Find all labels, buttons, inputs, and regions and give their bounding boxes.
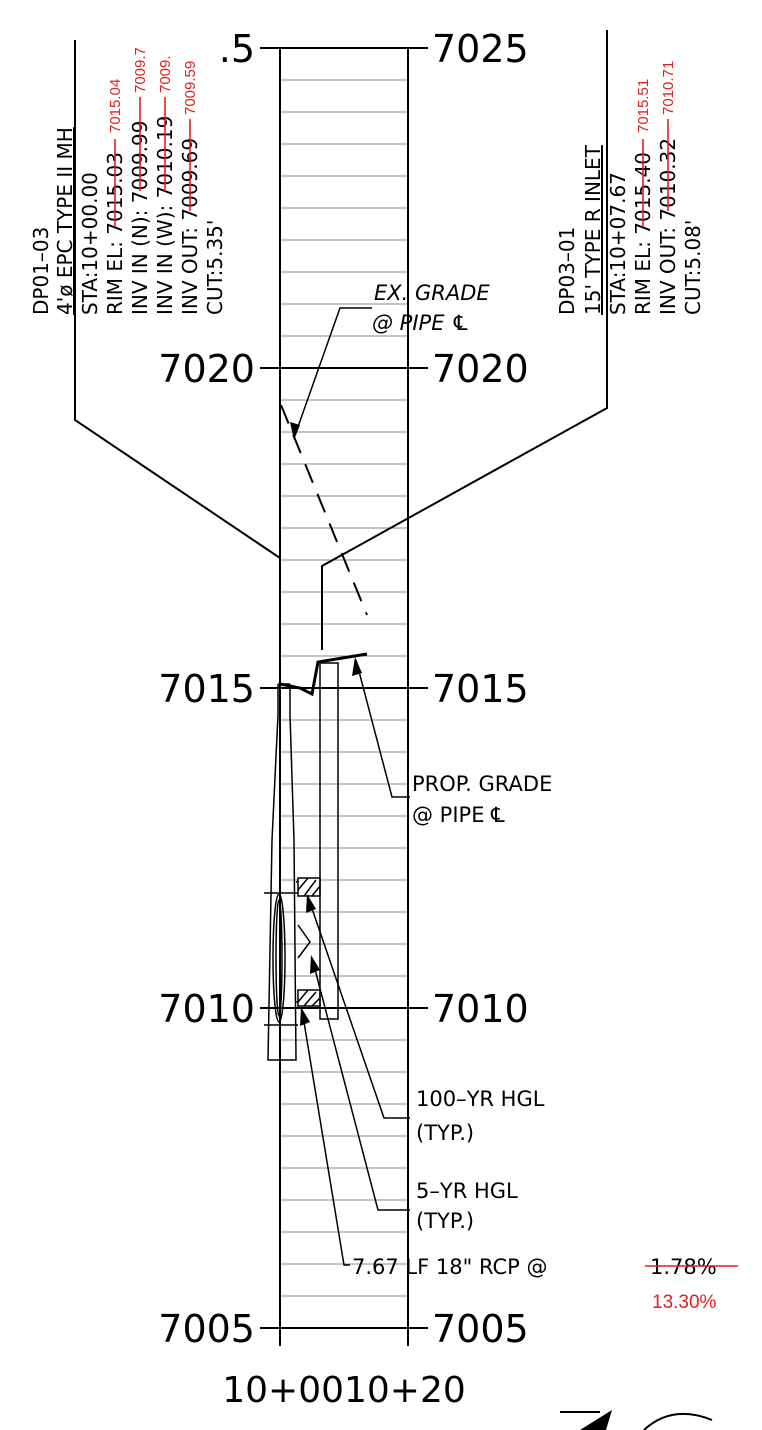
left-inv-w-prefix: INV IN (W): [153, 205, 177, 315]
right-structure-inv-out-block: INV OUT: 7010.32 7010.71 [656, 61, 680, 315]
hgl-5yr-leader [311, 957, 410, 1211]
right-structure-type: 15' TYPE R INLET [581, 144, 605, 315]
manhole-pipe-inner [275, 899, 283, 1017]
left-inv-n-new: 7009.7 [132, 47, 149, 93]
hgl-5yr-label-2: (TYP.) [416, 1209, 474, 1233]
right-structure-title: DP03–01 [555, 227, 579, 315]
left-structure-leader [74, 40, 281, 559]
right-structure-type-block: 15' TYPE R INLET [581, 144, 605, 315]
right-rim-new: 7015.51 [635, 79, 652, 133]
right-rim-prefix: RIM EL: [631, 241, 655, 315]
station-labels: 10+0010+20 [222, 1370, 466, 1411]
hatch-line-4 [297, 989, 309, 1003]
prop-grade-arrowhead [352, 657, 362, 676]
elev-label-right-7015: 7015 [432, 667, 529, 711]
left-rim-prefix: RIM EL: [103, 241, 127, 315]
ex-grade-arrowhead [290, 422, 300, 440]
elev-label-right-7010: 7010 [432, 987, 529, 1031]
left-inv-n-prefix: INV IN (N): [128, 210, 152, 315]
symbol-arrow [580, 1410, 612, 1430]
left-structure-inv-out-block: INV OUT: 7009.69 7009.59 [178, 61, 202, 315]
elevation-lines [260, 47, 428, 1329]
pipe-slope-old: 1.78% [650, 1255, 717, 1279]
left-inv-out-prefix: INV OUT: [178, 227, 202, 315]
right-structure-title-block: DP03–01 [555, 227, 579, 315]
inlet-outline [319, 662, 339, 1020]
manhole-pipe-opening [272, 893, 286, 1023]
right-structure-sta-block: STA:10+07.67 [606, 172, 630, 315]
left-structure-sta: STA:10+00.00 [78, 172, 102, 315]
proposed-grade-line [279, 652, 368, 697]
hgl-100yr-label-2: (TYP.) [416, 1121, 474, 1145]
ex-grade-leader [293, 307, 372, 439]
symbol-arc [643, 1413, 713, 1430]
existing-grade-line [280, 404, 368, 616]
elev-label-left-7010: 7010 [158, 987, 255, 1031]
left-structure-cut: CUT:5.35' [203, 220, 227, 315]
ex-grade-label-1: EX. GRADE [374, 281, 490, 305]
pipe-label-leader [301, 1009, 350, 1266]
right-inv-out-new: 7010.71 [660, 61, 677, 115]
profile-grid [280, 47, 408, 1329]
left-structure-cut-block: CUT:5.35' [203, 220, 227, 315]
pipe-slope-new: 13.30% [652, 1292, 717, 1313]
left-structure-type: 4'ø EPC TYPE II MH [53, 127, 77, 315]
elev-label-left-7025: .5 [219, 27, 255, 71]
left-structure-title: DP01–03 [29, 227, 53, 315]
pipe-label: 7.67 LF 18" RCP @ [352, 1255, 548, 1279]
left-structure-sta-block: STA:10+00.00 [78, 172, 102, 315]
right-structure-leader [321, 30, 608, 650]
elev-label-left-7020: 7020 [158, 347, 255, 391]
hgl-100yr-arrowhead [306, 894, 316, 913]
left-inv-out-new: 7009.59 [182, 61, 199, 115]
right-structure-sta: STA:10+07.67 [606, 172, 630, 315]
pipe-label-arrowhead [300, 1007, 310, 1026]
right-structure-cut-block: CUT:5.08' [681, 220, 705, 315]
elev-label-left-7015: 7015 [158, 667, 255, 711]
left-structure-type-block: 4'ø EPC TYPE II MH [53, 127, 77, 315]
elev-label-right-7005: 7005 [432, 1307, 529, 1351]
ex-grade-label-2: @ PIPE ℄ [372, 311, 470, 335]
left-structure-inv-w-block: INV IN (W): 7010.19 7009. [153, 55, 177, 315]
prop-grade-label-2: @ PIPE ℄ [412, 803, 505, 827]
prop-grade-leader [355, 659, 410, 798]
left-structure-inv-n-block: INV IN (N): 7009.99 7009.7 [128, 47, 152, 315]
elev-label-right-7025: 7025 [432, 27, 529, 71]
hgl-5yr-label-1: 5–YR HGL [416, 1179, 518, 1203]
hgl-5yr-arrowhead [310, 955, 320, 974]
pipe-chevron [297, 924, 311, 959]
right-inv-out-prefix: INV OUT: [656, 227, 680, 315]
hatch-line-6 [311, 997, 321, 1007]
left-inv-w-new: 7009. [157, 55, 174, 93]
hatch-line-5 [303, 991, 317, 1007]
left-structure-title-block: DP01–03 [29, 227, 53, 315]
manhole-outline [267, 684, 297, 1061]
prop-grade-label-1: PROP. GRADE [412, 772, 552, 796]
elev-label-left-7005: 7005 [158, 1307, 255, 1351]
hatch-line-1 [297, 877, 309, 891]
hatch-line-2 [303, 879, 317, 897]
elev-label-right-7020: 7020 [432, 347, 529, 391]
left-structure-inv-n-line: INV IN (N): 7009.99 [128, 121, 152, 316]
hatch-line-3 [311, 885, 321, 897]
right-structure-cut: CUT:5.08' [681, 220, 705, 315]
hgl-100yr-leader [307, 896, 410, 1119]
right-structure-rim-block: RIM EL: 7015.40 7015.51 [631, 79, 655, 315]
left-rim-new: 7015.04 [107, 79, 124, 133]
left-structure-rim-block: RIM EL: 7015.03 7015.04 [103, 79, 127, 315]
hgl-100yr-label-1: 100–YR HGL [416, 1087, 545, 1111]
